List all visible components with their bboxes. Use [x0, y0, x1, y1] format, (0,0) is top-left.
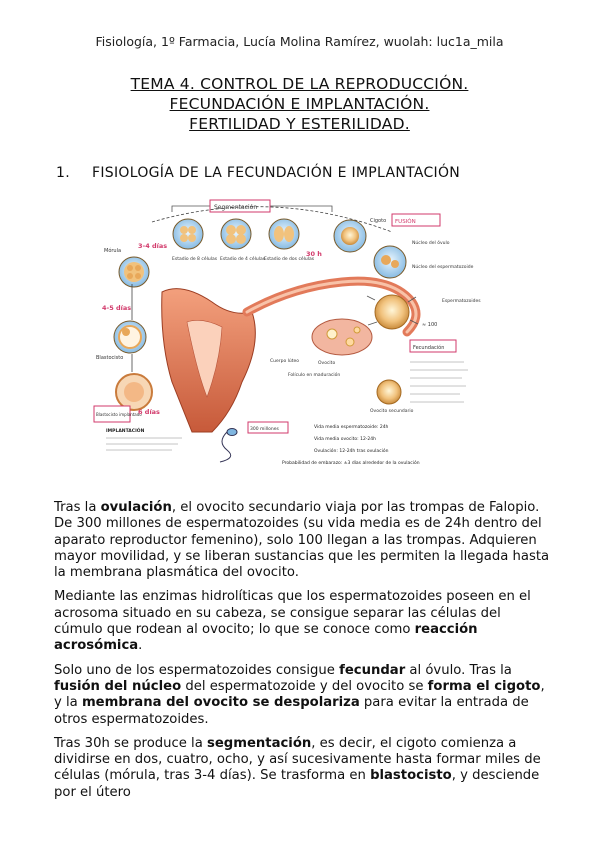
segmentation-box [209, 199, 271, 213]
label-estadio8: Estadio de 8 células [172, 255, 218, 262]
bold-term: forma el cigoto [427, 678, 541, 694]
label-vida-media: Vida media espermatozoide: 24h [314, 424, 389, 430]
label-cigoto: Cigoto [370, 218, 386, 224]
label-probabilidad: Probabilidad de embarazo: ±3 días alrede… [282, 459, 420, 466]
stage-2-cells [268, 218, 300, 250]
label-nucleo-ovulo: Núcleo del óvulo [412, 239, 450, 246]
text-run: , es decir, el cigoto comienza a dividir… [54, 735, 541, 784]
document-title: TEMA 4. CONTROL DE LA REPRODUCCIÓN. FECU… [0, 74, 599, 134]
title-line-2: FECUNDACIÓN E IMPLANTACIÓN. [169, 95, 430, 113]
title-line-1: TEMA 4. CONTROL DE LA REPRODUCCIÓN. [130, 75, 469, 93]
section-title: FISIOLOGÍA DE LA FECUNDACIÓN E IMPLANTAC… [92, 165, 461, 181]
fallopian-tube-inner [245, 279, 418, 334]
label-4-5-dias: 4-5 días [102, 304, 131, 312]
fusion-box [391, 213, 441, 227]
uterine-cavity [186, 320, 223, 398]
label-ovocito-secundario: Ovocito secundario [370, 408, 414, 414]
text-run: , y desciende por el útero [54, 768, 540, 800]
label-3-4-dias: 3-4 días [138, 242, 167, 250]
text-run: del espermatozoide y del ovocito se [181, 678, 428, 694]
page-header: Fisiología, 1º Farmacia, Lucía Molina Ra… [95, 34, 504, 49]
label-fusion: FUSIÓN [395, 218, 416, 225]
blastocisto-implantado-box [93, 405, 131, 423]
label-blastocisto: Blastocisto [96, 355, 123, 361]
text-run: Tras la [54, 500, 101, 515]
text-run: para evitar la entrada de otros espermat… [54, 695, 529, 727]
label-esperm-count: 300 millones [250, 426, 280, 432]
label-ovulacion: Ovulación: 12-24h tras ovulación [314, 447, 389, 454]
fecundacion-box [409, 339, 457, 353]
label-ovocito: Ovocito [318, 360, 335, 366]
label-6-dias: 6 días [138, 408, 160, 416]
blastocyst-cell [113, 320, 147, 354]
bold-term: segmentación [206, 735, 312, 751]
label-nucleo-esperm: Núcleo del espermatozoide [412, 263, 474, 270]
label-vida-ovocito: Vida media ovocito: 12-24h [314, 436, 376, 442]
text-run: . [138, 638, 143, 654]
text-run: , y la [54, 678, 545, 711]
text-run: al óvulo. Tras la [405, 662, 512, 678]
bold-term: blastocisto [370, 768, 452, 784]
implantation-notes [106, 437, 182, 451]
morula-cell [118, 256, 150, 288]
label-cuerpo-luteo: Cuerpo lúteo [270, 357, 299, 364]
label-estadio2: Estadio de dos células [264, 255, 315, 262]
text-run: Tras 30h se produce la [54, 735, 207, 751]
section-heading: 1. FISIOLOGÍA DE LA FECUNDACIÓN E IMPLANT… [56, 165, 460, 181]
zygote-closeup [373, 245, 407, 279]
label-blastocisto-implantado: Blastocisto implantado [96, 412, 142, 417]
section-number: 1. [56, 165, 70, 181]
bold-term: reacción acrosómica [54, 622, 478, 654]
title-line-3: FERTILIDAD Y ESTERILIDAD. [189, 115, 410, 133]
label-morula: Mórula [104, 247, 121, 254]
label-implantacion: IMPLANTACIÓN [106, 427, 145, 434]
bold-term: fusión del núcleo [54, 678, 182, 694]
implanted-blastocyst [115, 373, 153, 411]
body-text: Tras la ovulación, el ovocito secundario… [54, 500, 552, 809]
fertilization-diagram: Segmentación Estadio de 8 células Estadi… [93, 199, 481, 466]
stage-4-cells [220, 218, 252, 250]
esperm-count-box [247, 421, 289, 434]
sperm-illustration [219, 428, 238, 463]
fecundacion-notes [410, 361, 468, 403]
label-fecundacion: Fecundación [413, 344, 444, 351]
text-run: Mediante las enzimas hidrolíticas que lo… [54, 589, 531, 638]
label-30h: 30 h [306, 250, 322, 258]
paragraph-4: Tras 30h se produce la segmentación, es … [54, 736, 552, 801]
zygote-cell [333, 219, 367, 253]
paragraph-2: Mediante las enzimas hidrolíticas que lo… [54, 589, 552, 654]
text-run: , el ovocito secundario viaja por las tr… [54, 500, 550, 581]
label-espermatozoides: Espermatozoides [442, 298, 481, 304]
paragraph-3: Solo uno de los espermatozoides consigue… [54, 663, 552, 728]
bold-term: ovulación [100, 500, 172, 515]
text-run: Solo uno de los espermatozoides consigue [54, 662, 340, 678]
label-foliculo: Folículo en maduración [288, 371, 340, 378]
label-100: ≈ 100 [422, 322, 437, 328]
ovum-with-sperm [366, 294, 419, 330]
secondary-oocyte [376, 379, 402, 405]
label-estadio4: Estadio de 4 células [220, 255, 266, 262]
stage-8-cells [172, 218, 204, 250]
bold-term: membrana del ovocito se despolariza [81, 695, 360, 711]
cycle-arrow-right [151, 206, 393, 233]
bold-term: fecundar [339, 662, 406, 678]
paragraph-1: Tras la ovulación, el ovocito secundario… [54, 500, 552, 581]
ovary [311, 318, 373, 356]
